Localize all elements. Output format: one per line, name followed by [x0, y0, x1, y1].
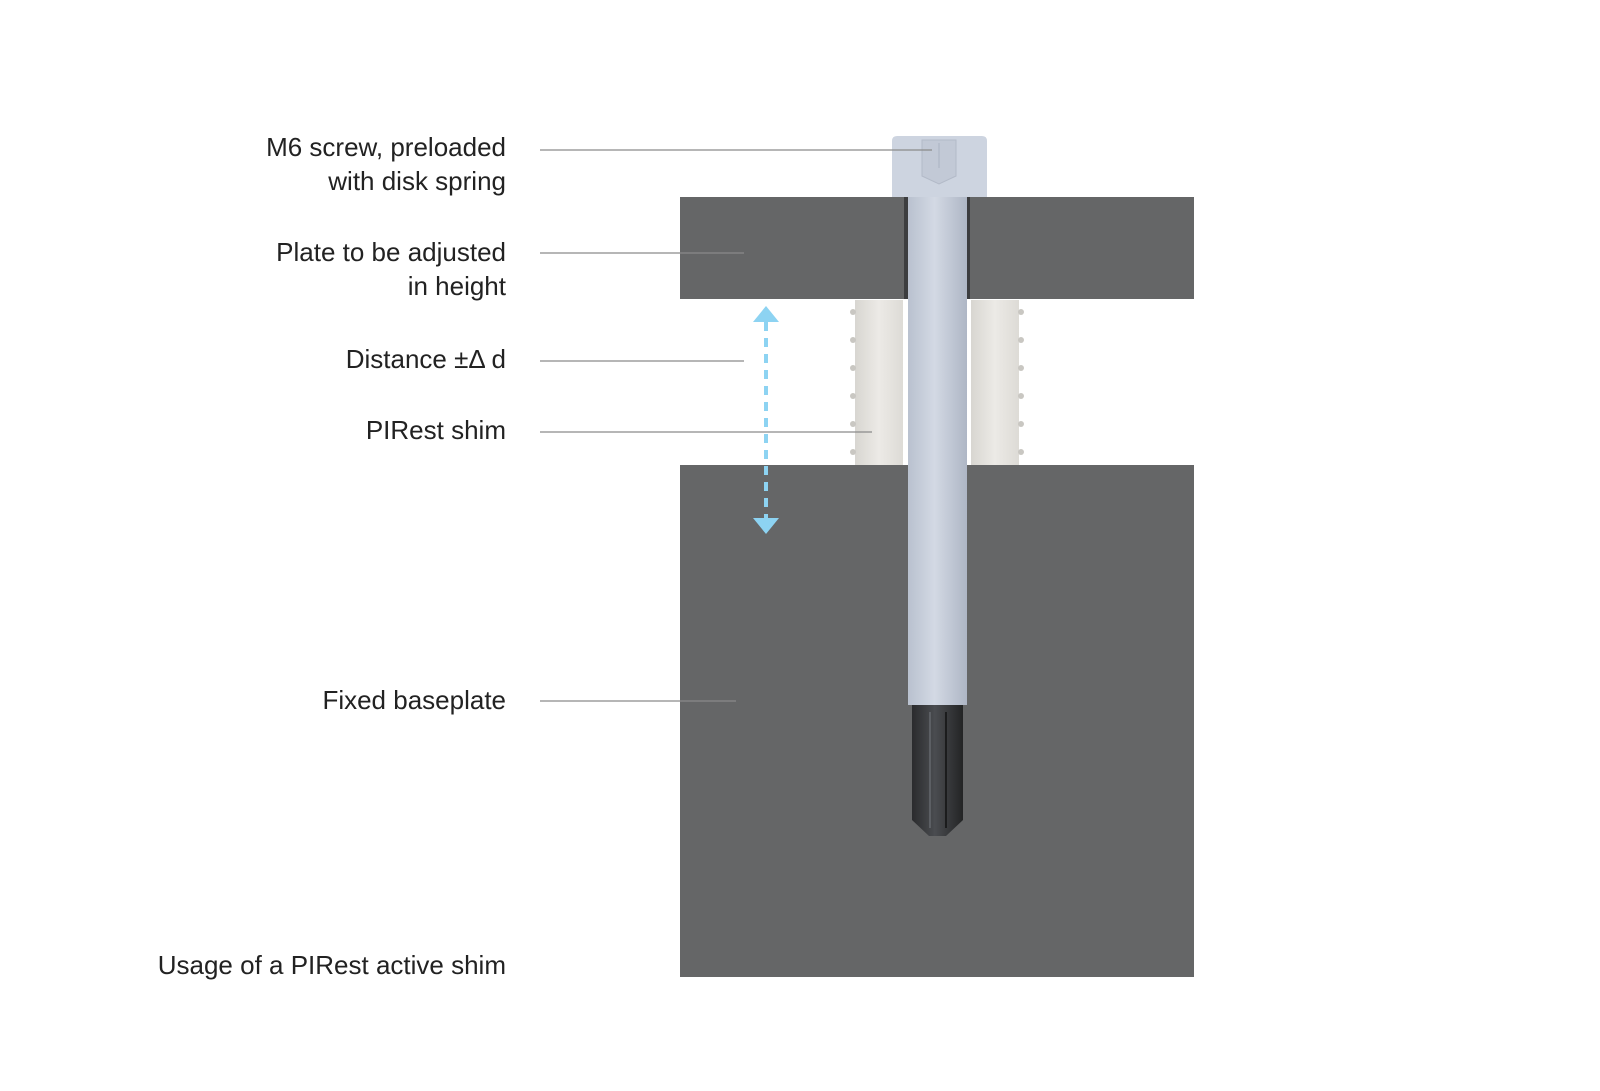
label-plate-line2: in height	[407, 271, 506, 301]
arrow-head-up	[753, 306, 779, 322]
label-distance: Distance ±Δ d	[345, 344, 506, 374]
plate-bore-gap	[966, 197, 970, 299]
label-plate-line1: Plate to be adjusted	[276, 237, 506, 267]
label-plate: Plate to be adjusted in height	[276, 235, 506, 303]
displacement-arrow	[753, 306, 779, 534]
top-plate-left	[680, 197, 904, 299]
label-screw-line1: M6 screw, preloaded	[266, 132, 506, 162]
shim-right-half	[971, 300, 1019, 465]
plate-bore-gap	[904, 197, 908, 299]
m6-screw	[892, 136, 987, 836]
pirest-shim	[850, 300, 1024, 465]
label-baseplate: Fixed baseplate	[322, 685, 506, 715]
label-screw-line2: with disk spring	[328, 166, 506, 196]
figure-caption: Usage of a PIRest active shim	[157, 950, 506, 980]
label-shim: PIRest shim	[365, 415, 506, 445]
shim-left-half	[855, 300, 903, 465]
screw-shank	[908, 197, 967, 705]
arrow-head-down	[753, 518, 779, 534]
label-screw: M6 screw, preloaded with disk spring	[266, 130, 506, 198]
top-plate-right	[970, 197, 1194, 299]
screw-thread-tip	[912, 705, 963, 836]
